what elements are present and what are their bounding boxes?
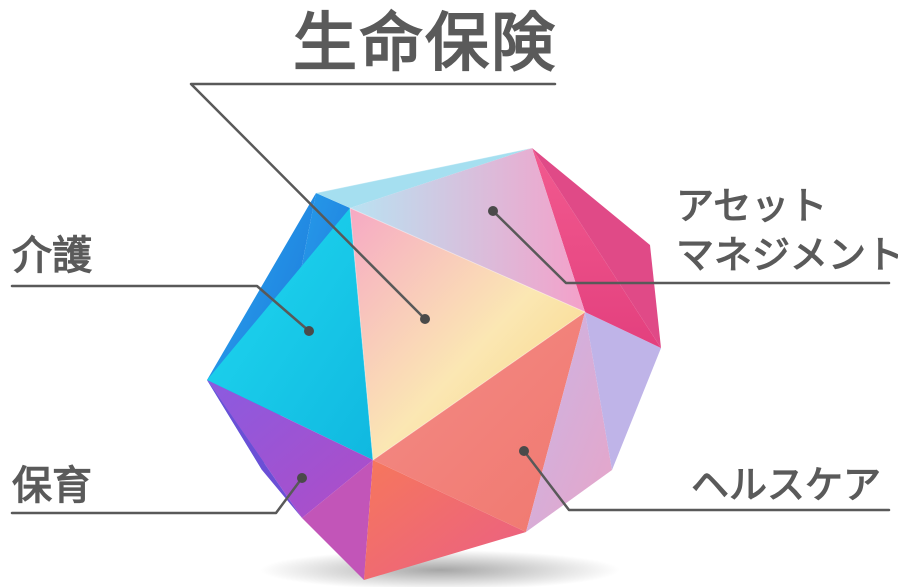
leader-line-asset — [491, 209, 891, 285]
leader-line-care — [10, 284, 311, 333]
label-asset-line1: アセット — [676, 184, 828, 228]
anchor-dot-asset — [488, 206, 498, 216]
leader-line-health — [522, 449, 891, 512]
anchor-dot-health — [519, 446, 529, 456]
label-care: 介護 — [12, 233, 92, 279]
leader-line-life — [189, 82, 557, 321]
label-asset-line2: マネジメント — [676, 233, 898, 277]
anchor-dot-life — [420, 314, 430, 324]
anchor-dot-nursery — [297, 473, 307, 483]
leader-line-nursery — [10, 476, 304, 515]
label-life-insurance: 生命保険 — [293, 7, 557, 81]
anchor-dot-care — [304, 326, 314, 336]
label-nursery: 保育 — [12, 463, 92, 509]
label-healthcare: ヘルスケア — [691, 463, 882, 507]
